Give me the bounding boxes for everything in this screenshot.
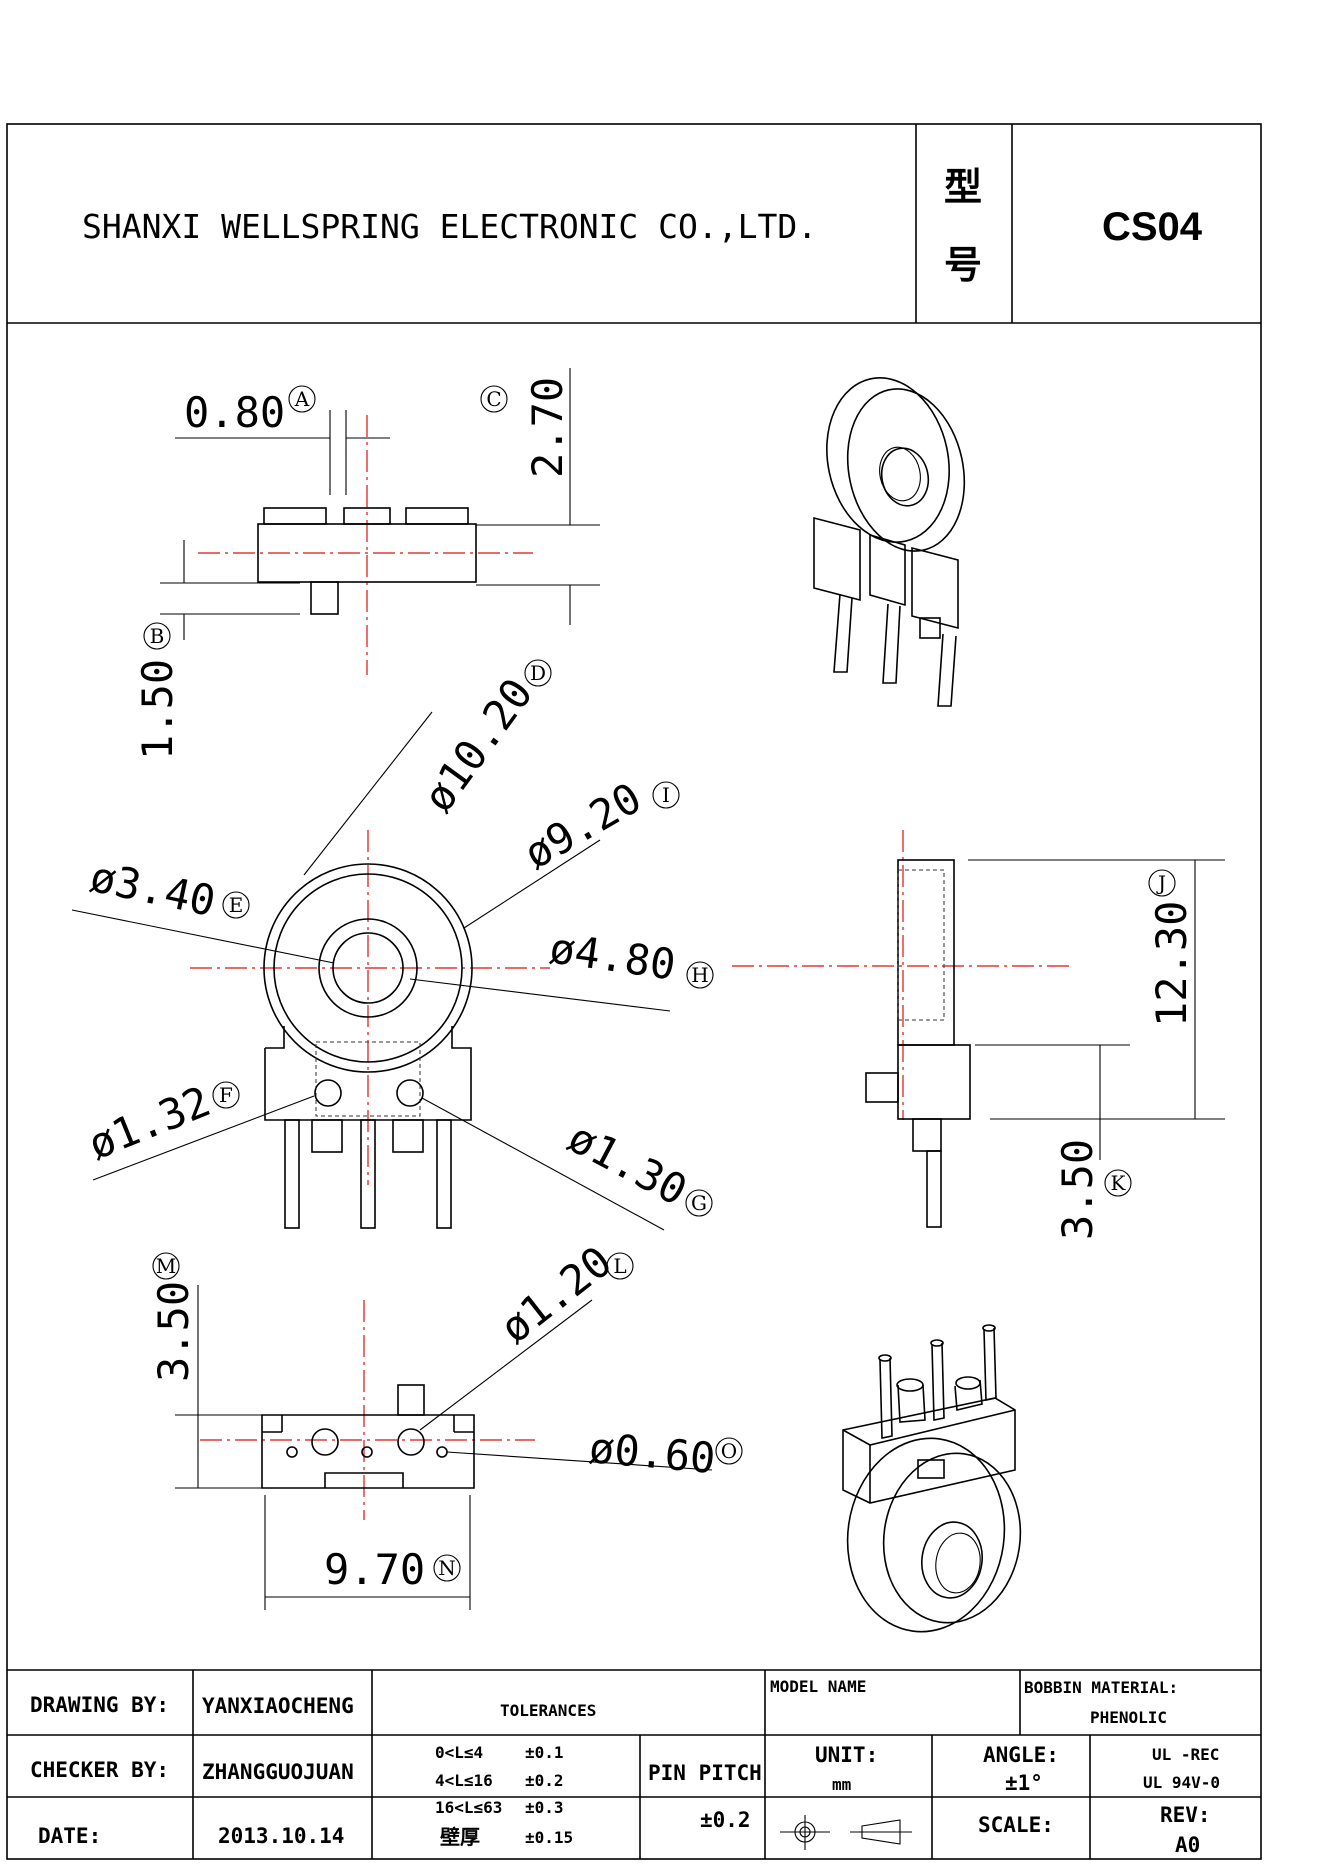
dim-j-tag: J bbox=[1156, 871, 1166, 895]
dim-n-tag: N bbox=[438, 1556, 456, 1580]
tol-range-2: 4<L≤16 bbox=[435, 1771, 493, 1790]
top-view: 0.80 A C 2.70 B 1.50 bbox=[133, 368, 600, 760]
bobbin-material-label: BOBBIN MATERIAL: bbox=[1024, 1678, 1178, 1697]
dim-l-tag: L bbox=[613, 1254, 626, 1278]
tolerances-label: TOLERANCES bbox=[500, 1701, 596, 1720]
tol-value-3: ±0.3 bbox=[525, 1798, 564, 1817]
drawing-by-label: DRAWING BY: bbox=[30, 1693, 169, 1717]
tol-value-1: ±0.1 bbox=[525, 1743, 564, 1762]
dim-m-tag: M bbox=[156, 1254, 176, 1278]
rev-label: REV: bbox=[1160, 1803, 1211, 1827]
dim-n-value: 9.70 bbox=[324, 1545, 425, 1594]
dim-m-value: 3.50 bbox=[149, 1281, 198, 1382]
dim-c-value: 2.70 bbox=[523, 377, 572, 478]
ul-94v0: UL 94V-0 bbox=[1143, 1773, 1220, 1792]
pin-pitch-label: PIN PITCH bbox=[648, 1761, 762, 1785]
tol-range-4: 壁厚 bbox=[440, 1825, 480, 1849]
drawing-by-value: YANXIAOCHENG bbox=[202, 1694, 354, 1718]
dim-d-value: ø10.20 bbox=[413, 669, 542, 821]
angle-label: ANGLE: bbox=[983, 1743, 1059, 1767]
bottom-view: M 3.50 9.70 N ø1.20 L ø0.60 O bbox=[149, 1236, 743, 1610]
header-block: SHANXI WELLSPRING ELECTRONIC CO.,LTD. 型 … bbox=[6, 123, 1262, 1860]
dim-c-tag: C bbox=[486, 387, 501, 411]
sheet-border bbox=[6, 123, 1262, 1860]
company-name: SHANXI WELLSPRING ELECTRONIC CO.,LTD. bbox=[82, 207, 817, 246]
dim-g-tag: G bbox=[691, 1191, 707, 1215]
dim-k-tag: K bbox=[1111, 1171, 1127, 1195]
dim-o-value: ø0.60 bbox=[587, 1423, 717, 1483]
isometric-view-bottom bbox=[842, 1324, 1022, 1633]
dim-a-tag: A bbox=[294, 387, 310, 411]
unit-label: UNIT: bbox=[815, 1743, 878, 1767]
checker-by-value: ZHANGGUOJUAN bbox=[202, 1760, 354, 1784]
dim-l-value: ø1.20 bbox=[491, 1236, 621, 1352]
dim-f-value: ø1.32 bbox=[81, 1076, 217, 1169]
isometric-view-top bbox=[813, 377, 966, 707]
model-number: CS04 bbox=[1102, 205, 1203, 249]
pin-pitch-value: ±0.2 bbox=[700, 1808, 751, 1832]
side-view: J 12.30 K 3.50 bbox=[732, 830, 1225, 1240]
date-label: DATE: bbox=[38, 1824, 101, 1848]
dim-j-value: 12.30 bbox=[1147, 901, 1196, 1027]
dim-e-tag: E bbox=[229, 893, 244, 917]
tol-value-2: ±0.2 bbox=[525, 1771, 564, 1790]
dim-o-tag: O bbox=[721, 1439, 737, 1463]
dim-k-value: 3.50 bbox=[1053, 1139, 1102, 1240]
title-block: DRAWING BY: YANXIAOCHENG CHECKER BY: ZHA… bbox=[7, 1669, 1261, 1859]
dim-b-tag: B bbox=[150, 624, 165, 648]
dim-b-value: 1.50 bbox=[133, 659, 182, 760]
dim-e-value: ø3.40 bbox=[86, 852, 220, 926]
dim-f-tag: F bbox=[219, 1083, 233, 1107]
dim-g-value: ø1.30 bbox=[560, 1113, 695, 1216]
tol-range-1: 0<L≤4 bbox=[435, 1743, 483, 1762]
ul-rec: UL -REC bbox=[1152, 1745, 1219, 1764]
dim-h-value: ø4.80 bbox=[547, 923, 679, 989]
model-name-label: MODEL NAME bbox=[770, 1677, 866, 1696]
dim-i-value: ø9.20 bbox=[516, 773, 650, 879]
dim-h-tag: H bbox=[691, 963, 708, 987]
dim-i-tag: I bbox=[662, 783, 670, 807]
checker-by-label: CHECKER BY: bbox=[30, 1758, 169, 1782]
dim-d-tag: D bbox=[530, 661, 546, 685]
unit-value: mm bbox=[832, 1775, 852, 1794]
type-label-2: 号 bbox=[944, 242, 982, 287]
tol-value-4: ±0.15 bbox=[525, 1828, 573, 1847]
dim-a-value: 0.80 bbox=[184, 388, 285, 437]
scale-label: SCALE: bbox=[978, 1813, 1054, 1837]
rev-value: A0 bbox=[1175, 1833, 1200, 1857]
angle-value: ±1° bbox=[1005, 1771, 1043, 1795]
projection-symbol-icon bbox=[780, 1815, 912, 1850]
bobbin-material-value: PHENOLIC bbox=[1090, 1708, 1167, 1727]
date-value: 2013.10.14 bbox=[218, 1824, 344, 1848]
type-label-1: 型 bbox=[944, 164, 982, 209]
tol-range-3: 16<L≤63 bbox=[435, 1798, 502, 1817]
